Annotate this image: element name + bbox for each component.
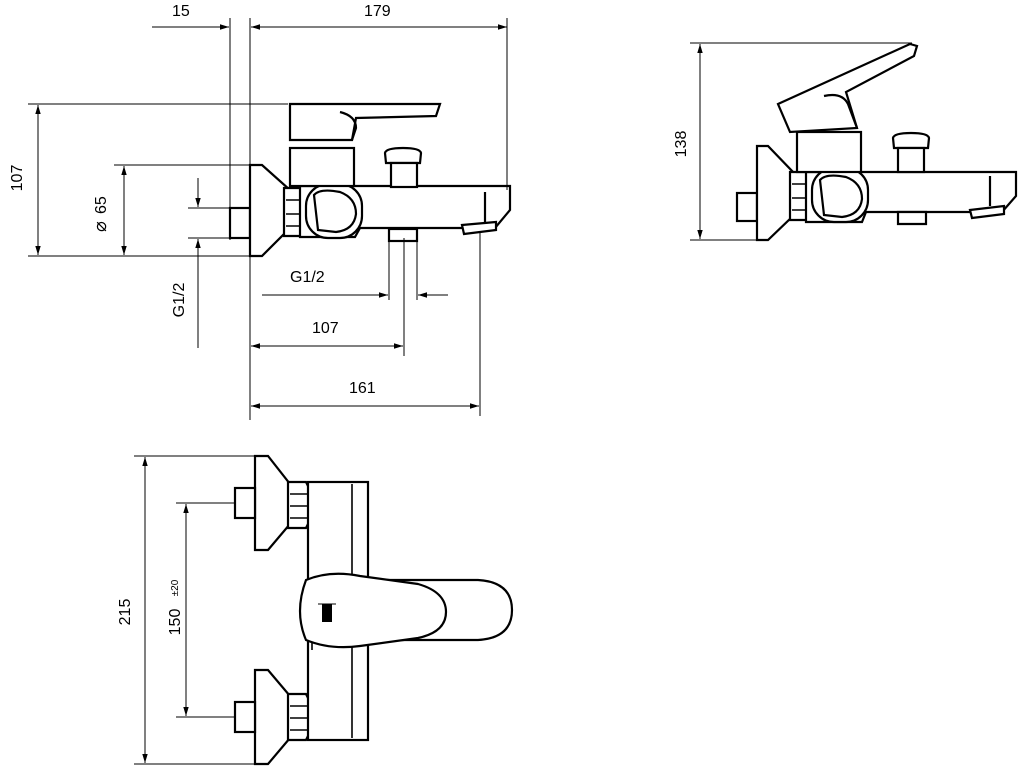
dim-rosette-diameter: 65	[93, 196, 110, 214]
dim-diameter-symbol: ⌀	[90, 221, 110, 232]
dim-outlet-thread: G1/2	[290, 269, 325, 286]
dim-inlet-spacing: 150	[167, 609, 184, 636]
dim-total-length: 179	[364, 3, 391, 20]
side-view: 138	[673, 42, 1018, 242]
dim-wall-offset: 15	[172, 3, 190, 20]
dim-inlet-thread: G1/2	[171, 283, 188, 318]
top-view: 215 150 ±20	[117, 454, 514, 766]
front-view: 15 179 107 ⌀ 65 G1/2 G1/2 107 161	[9, 3, 512, 420]
dim-height-side: 138	[673, 131, 690, 158]
dim-height-front: 107	[9, 165, 26, 192]
dim-overall-width: 215	[117, 599, 134, 626]
dim-spout-projection: 161	[349, 380, 376, 397]
dim-inlet-spacing-tolerance: ±20	[170, 579, 181, 596]
dim-outlet-distance: 107	[312, 320, 339, 337]
